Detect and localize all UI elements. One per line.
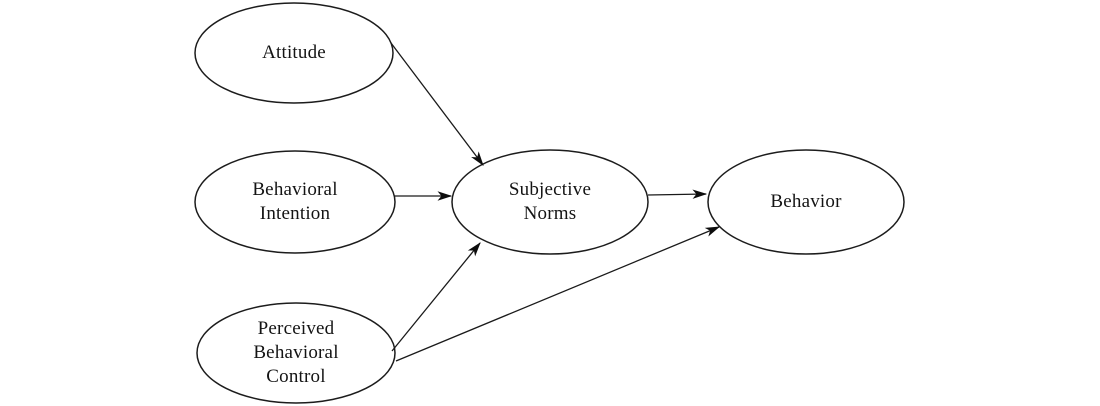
edge-perceived-behavioral-control-to-behavior xyxy=(395,226,721,362)
edge-attitude-to-subjective-norms xyxy=(390,42,484,166)
edge-perceived-behavioral-control-to-subjective-norms xyxy=(391,242,481,352)
node-subjective-norms xyxy=(451,149,649,255)
node-behavioral-intention xyxy=(194,150,396,254)
edge-subjective-norms-to-behavior xyxy=(647,189,708,199)
node-attitude xyxy=(194,2,394,104)
node-perceived-behavioral-control xyxy=(196,302,396,404)
node-behavior xyxy=(707,149,905,255)
